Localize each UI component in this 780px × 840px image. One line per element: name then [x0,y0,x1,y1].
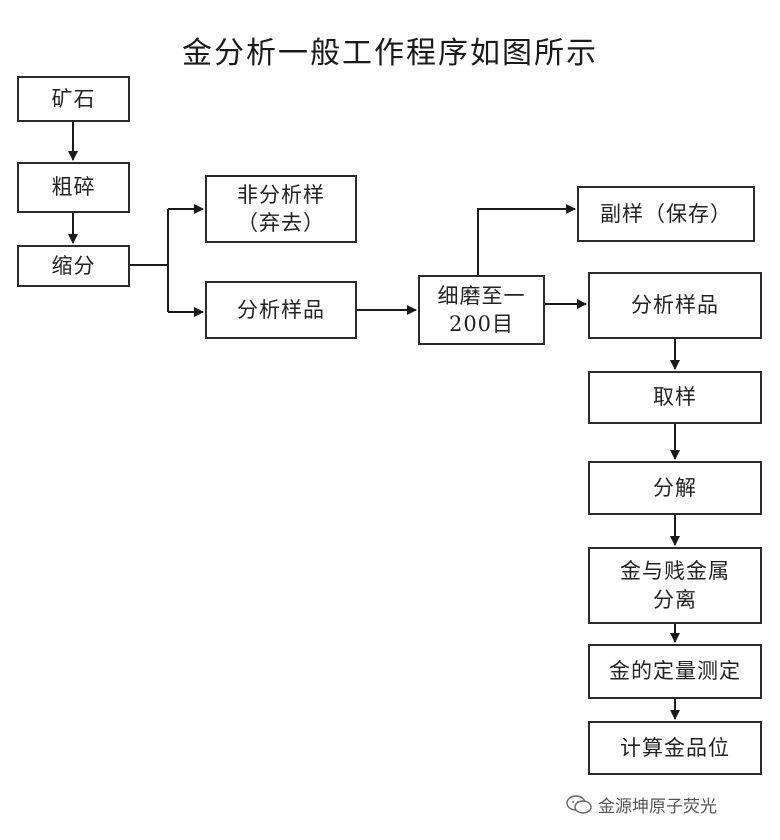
node-split: 缩分 [17,245,130,287]
node-ore: 矿石 [17,76,130,122]
node-measure: 金的定量测定 [588,644,762,699]
wechat-icon [566,794,592,814]
node-non-sample: 非分析样 （弃去） [205,175,357,243]
node-sample2: 分析样品 [588,272,762,339]
watermark-text: 金源坤原子荧光 [598,797,717,817]
node-decompose: 分解 [588,461,762,515]
node-duplicate: 副样（保存） [577,186,755,242]
node-crush: 粗碎 [17,162,130,213]
edge-grind-duplicate [477,204,576,275]
node-calc: 计算金品位 [588,721,762,775]
node-grind: 细磨至一 200目 [418,275,545,345]
node-sample1: 分析样品 [205,281,357,339]
node-take: 取样 [588,371,762,424]
watermark: 金源坤原子荧光 [566,792,717,817]
node-separate: 金与贱金属 分离 [588,547,762,624]
page-title: 金分析一般工作程序如图所示 [182,36,598,71]
